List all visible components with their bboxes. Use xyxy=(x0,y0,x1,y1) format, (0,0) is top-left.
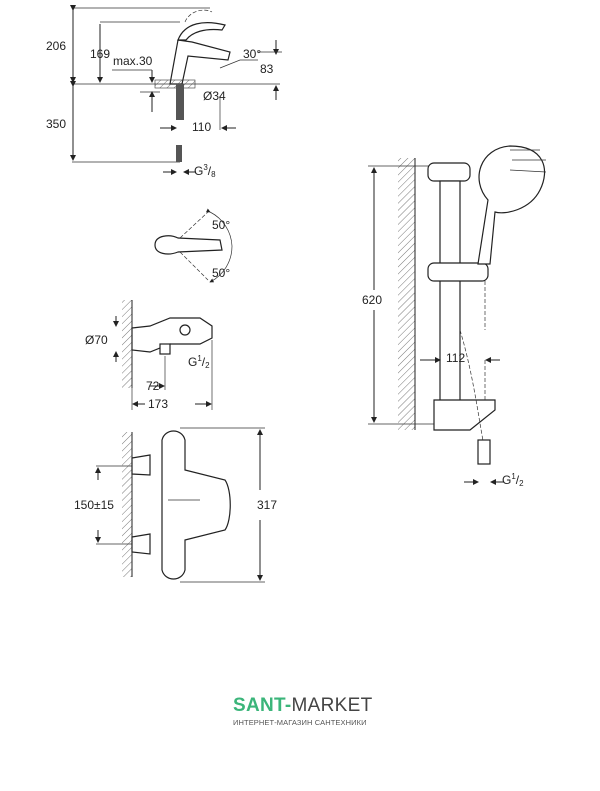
logo-tagline: ИНТЕРНЕТ-МАГАЗИН САНТЕХНИКИ xyxy=(233,718,367,727)
dim-rosette: Ø70 xyxy=(85,333,108,347)
dim-spout-offset: 83 xyxy=(260,62,274,76)
dim-wall-distance: 112 xyxy=(446,351,465,365)
connection-thread: G1/2 xyxy=(188,354,210,370)
dim-outlet: 72 xyxy=(146,379,160,393)
bath-mixer-side-drawing: Ø70 G1/2 72 173 xyxy=(85,300,213,411)
lever-rotation-drawing: 50° 50° xyxy=(154,208,233,283)
dim-width: 317 xyxy=(257,498,277,512)
dim-rail-length: 620 xyxy=(362,293,382,307)
dim-centres: 150±15 xyxy=(74,498,114,512)
dim-hose-length: 350 xyxy=(46,117,66,131)
dim-spout-height: 169 xyxy=(90,47,110,61)
basin-mixer-drawing: 206 169 max.30 30° 83 Ø34 110 350 G3/8 xyxy=(46,5,282,179)
sant-market-logo: SANT-MARKET ИНТЕРНЕТ-МАГАЗИН САНТЕХНИКИ xyxy=(233,695,372,727)
dim-angle: 30° xyxy=(243,47,261,61)
dim-hole-diameter: Ø34 xyxy=(203,89,226,103)
dim-total-height: 206 xyxy=(46,39,66,53)
connection-thread: G1/2 xyxy=(502,472,524,488)
angle-top: 50° xyxy=(212,218,230,232)
connection-thread: G3/8 xyxy=(194,163,216,179)
dim-projection: 110 xyxy=(192,120,211,134)
dim-depth: 173 xyxy=(148,397,168,411)
logo-brand: SANT-MARKET xyxy=(233,695,373,716)
angle-bottom: 50° xyxy=(212,266,230,280)
dim-max-thickness: max.30 xyxy=(113,54,153,68)
thermostat-drawing: 150±15 317 xyxy=(74,427,277,583)
shower-set-drawing: 620 112 G1/2 xyxy=(362,145,547,488)
